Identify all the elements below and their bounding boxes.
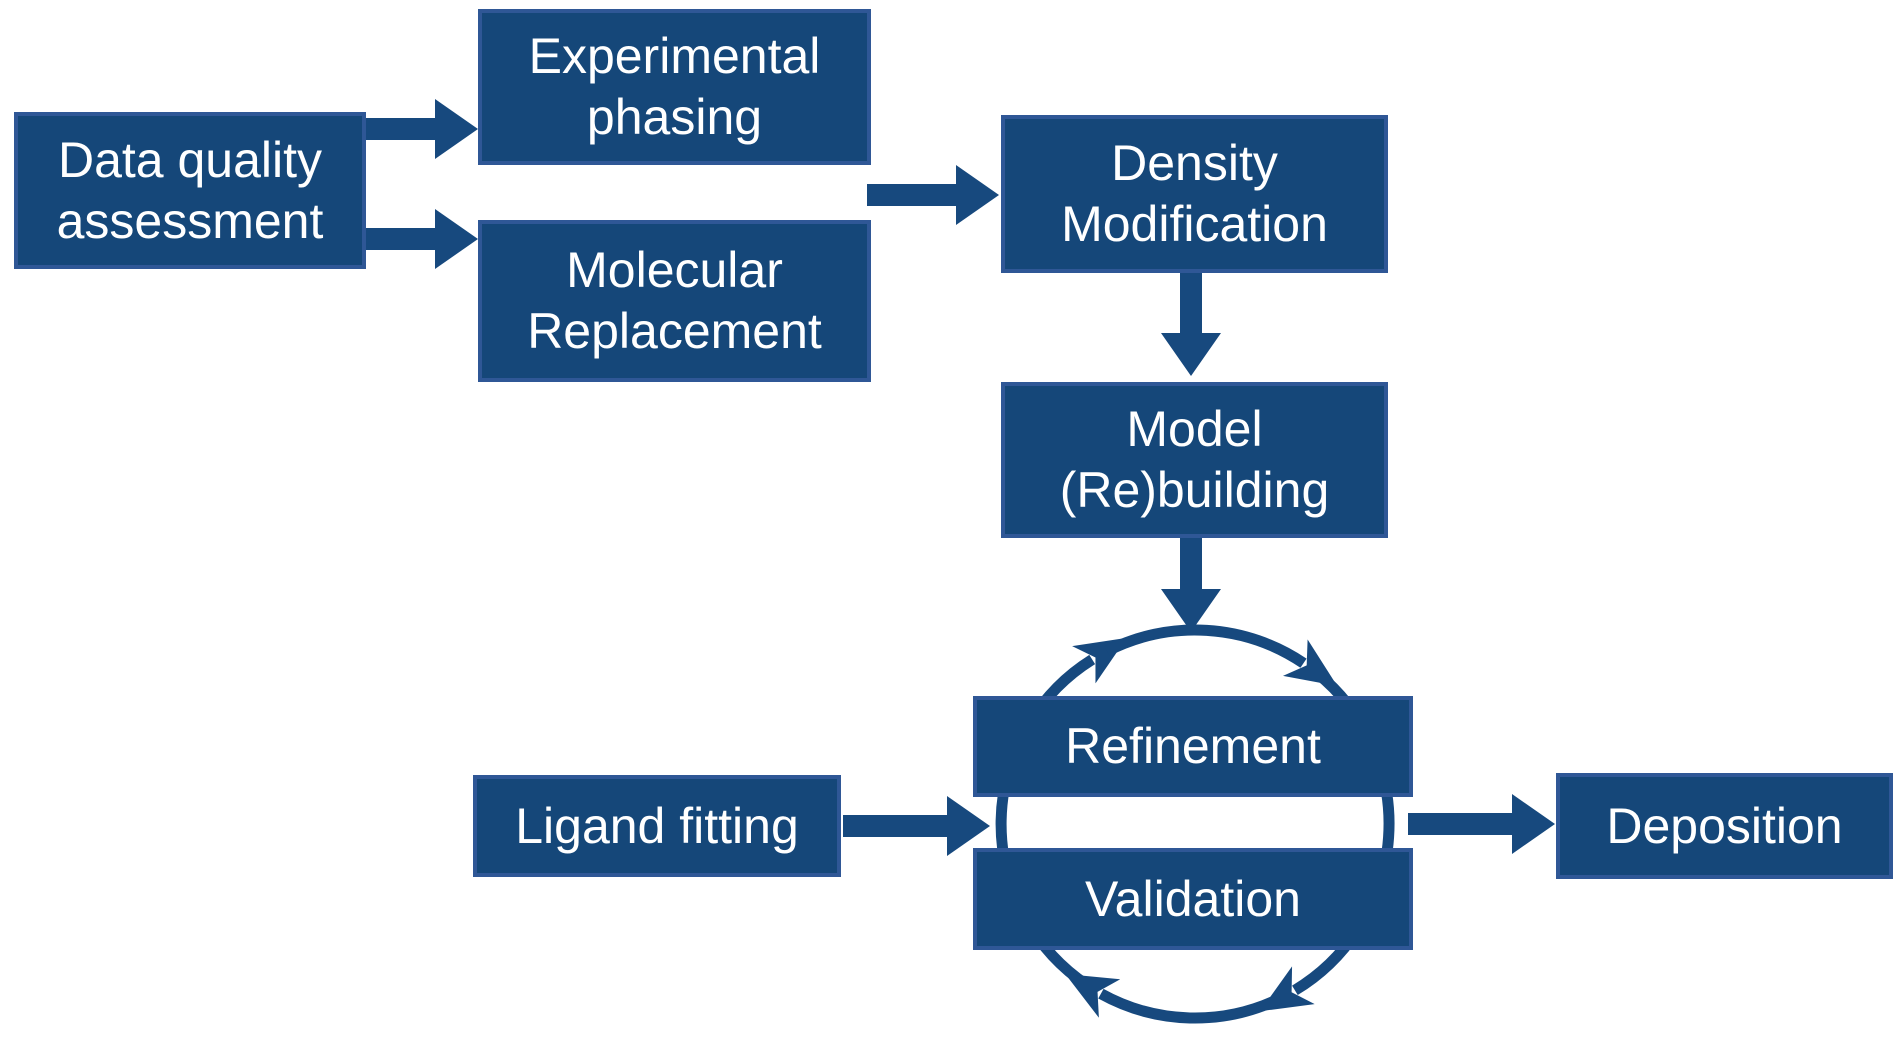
node-label-line: Refinement: [1065, 718, 1321, 774]
cycle-arc-bottom: [1065, 973, 1283, 1024]
node-label-line: Validation: [1085, 870, 1301, 927]
cycle-arc-top: [1104, 624, 1338, 686]
node-molecular-replacement: Molecular Replacement: [478, 220, 871, 382]
node-experimental-phasing: Experimental phasing: [478, 9, 871, 165]
node-validation: Validation: [973, 848, 1413, 950]
node-label-line: Replacement: [527, 303, 822, 359]
node-label-line: Molecular: [566, 242, 783, 298]
node-label-line: Model: [1126, 401, 1263, 457]
node-label-line: Ligand fitting: [515, 797, 799, 854]
arrow-phasing-to-density-modification: [867, 165, 999, 225]
node-label-line: assessment: [56, 192, 324, 249]
node-ligand-fitting: Ligand fitting: [473, 775, 841, 877]
arrow-model-to-refinement-cycle: [1161, 537, 1221, 632]
node-deposition: Deposition: [1556, 773, 1893, 879]
arrow-dqa-to-molecular-replacement: [366, 209, 478, 269]
node-data-quality-assessment: Data quality assessment: [14, 112, 366, 269]
flow-arrows: [366, 99, 1555, 856]
node-density-modification: Density Modification: [1001, 115, 1388, 273]
arrow-ligand-fitting-to-cycle: [843, 796, 990, 856]
arrow-dqa-to-experimental-phasing: [366, 99, 478, 159]
node-refinement: Refinement: [973, 696, 1413, 797]
arrow-cycle-to-deposition: [1408, 794, 1555, 854]
node-label-line: Modification: [1061, 196, 1328, 252]
arrow-density-to-model-rebuilding: [1161, 273, 1221, 376]
node-label-line: Density: [1111, 135, 1278, 191]
node-label-line: (Re)building: [1059, 462, 1330, 518]
node-label-line: Experimental: [528, 28, 821, 84]
cycle-circle: [995, 624, 1395, 1024]
node-label-line: Deposition: [1606, 797, 1843, 854]
node-label-line: Data quality: [57, 131, 323, 188]
node-model-rebuilding: Model (Re)building: [1001, 382, 1388, 538]
node-label-line: phasing: [586, 89, 763, 145]
